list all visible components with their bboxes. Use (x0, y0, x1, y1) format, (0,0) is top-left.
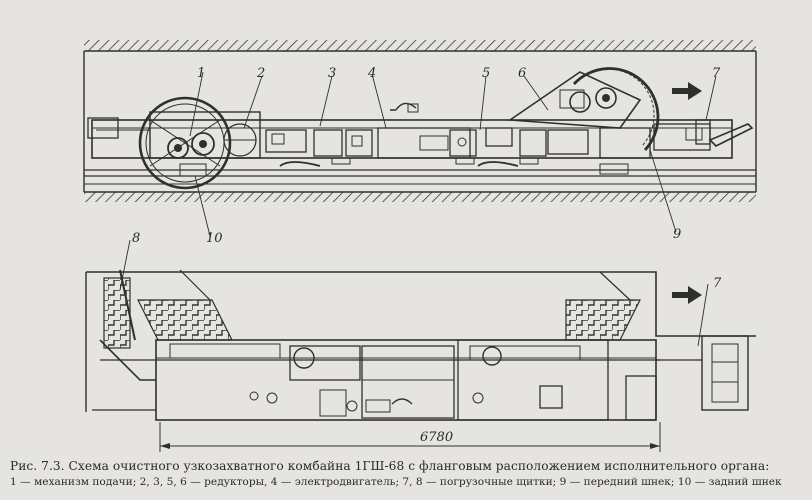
callout-7-top: 7 (712, 66, 721, 81)
callout-5: 5 (482, 66, 490, 81)
front-auger (507, 67, 660, 151)
direction-arrow-top (672, 82, 702, 100)
rear-auger-plan (103, 269, 233, 349)
callout-6: 6 (518, 66, 526, 81)
direction-arrow-lower (672, 286, 702, 304)
callout-9: 9 (673, 227, 681, 242)
callout-2: 2 (256, 66, 265, 81)
dimension-length: 6780 (420, 430, 453, 445)
caption-title: Рис. 7.3. Схема очистного узкозахватного… (10, 459, 770, 473)
side-view (83, 40, 757, 237)
machine-diagram: 1 2 3 4 5 6 7 (83, 40, 757, 452)
front-auger-plan (565, 271, 641, 341)
plan-view (85, 239, 756, 452)
callout-1: 1 (197, 66, 205, 81)
callout-4: 4 (367, 66, 376, 81)
callout-10: 10 (206, 231, 223, 246)
figure-caption: Рис. 7.3. Схема очистного узкозахватного… (10, 458, 804, 490)
callout-8: 8 (132, 231, 140, 246)
caption-legend: 1 — механизм подачи; 2, 3, 5, 6 — редукт… (10, 476, 782, 488)
callout-3: 3 (328, 66, 336, 81)
callout-7-lower: 7 (713, 276, 722, 291)
